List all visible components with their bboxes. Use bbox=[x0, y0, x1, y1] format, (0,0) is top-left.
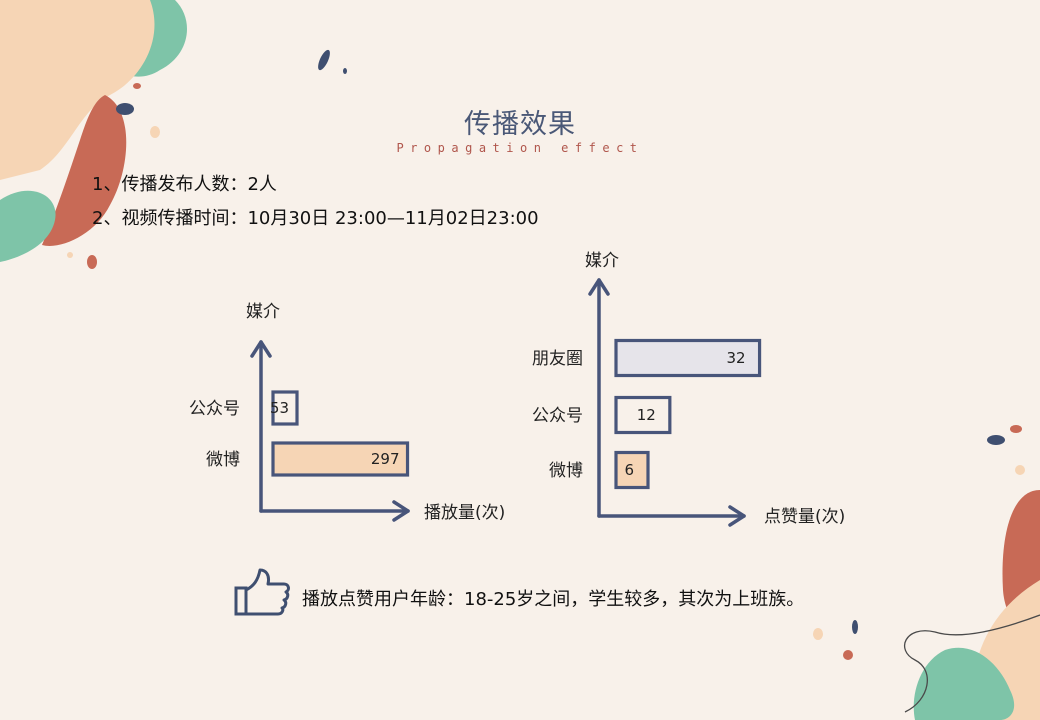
category-label: 公众号 bbox=[189, 399, 240, 419]
bar-value-label: 297 bbox=[371, 450, 400, 468]
peach-dot-left bbox=[67, 252, 73, 258]
category-label: 微博 bbox=[549, 461, 583, 481]
category-label: 微博 bbox=[206, 450, 240, 470]
y-axis-title: 媒介 bbox=[246, 302, 280, 322]
x-axis-title: 播放量(次) bbox=[424, 503, 505, 523]
navy-dot-top-2 bbox=[343, 68, 347, 74]
bar-value-label: 32 bbox=[726, 349, 745, 367]
coral-blob-top-left bbox=[42, 95, 127, 246]
coral-dot-left bbox=[87, 255, 97, 269]
navy-dot-top-left bbox=[116, 103, 134, 115]
navy-dot-right bbox=[987, 435, 1005, 445]
bar-公众号 bbox=[614, 395, 672, 435]
peach-dot-right-2 bbox=[813, 628, 823, 640]
mint-blob-bottom-right bbox=[913, 647, 1015, 720]
category-label: 公众号 bbox=[532, 406, 583, 426]
slide-title: 传播效果 bbox=[464, 109, 576, 140]
x-axis-arrow bbox=[392, 500, 410, 522]
x-axis-arrow bbox=[728, 505, 746, 527]
peach-dot-top-left bbox=[150, 126, 160, 138]
navy-dot-right-2 bbox=[852, 620, 858, 634]
thumbs-up-icon bbox=[234, 568, 290, 616]
bar-公众号 bbox=[271, 390, 299, 426]
bar-value-label: 6 bbox=[624, 461, 634, 479]
coral-dot-right bbox=[1010, 425, 1022, 433]
bar-value-label: 53 bbox=[270, 399, 289, 417]
x-axis-title: 点赞量(次) bbox=[764, 507, 845, 527]
thread-line bbox=[903, 614, 1040, 713]
navy-dot-top bbox=[318, 49, 330, 71]
y-axis-arrow bbox=[588, 278, 610, 296]
mint-blob-left bbox=[0, 190, 56, 262]
info-line-time: 2、视频传播时间：10月30日 23:00—11月02日23:00 bbox=[92, 208, 539, 229]
peach-blob-top-left bbox=[0, 0, 155, 180]
slide-subtitle: Propagation effect bbox=[396, 141, 644, 155]
audience-note: 播放点赞用户年龄：18-25岁之间，学生较多，其次为上班族。 bbox=[302, 589, 805, 610]
coral-dot-right-2 bbox=[843, 650, 853, 660]
info-line-publishers: 1、传播发布人数：2人 bbox=[92, 174, 277, 195]
coral-dot-left-2 bbox=[133, 83, 141, 89]
bar-微博 bbox=[614, 450, 650, 490]
y-axis-title: 媒介 bbox=[585, 251, 619, 271]
y-axis-arrow bbox=[250, 340, 272, 358]
category-label: 朋友圈 bbox=[532, 349, 583, 369]
bar-value-label: 12 bbox=[637, 406, 656, 424]
peach-dot-right bbox=[1015, 465, 1025, 475]
bar-朋友圈 bbox=[614, 338, 762, 378]
bar-微博 bbox=[271, 441, 410, 477]
